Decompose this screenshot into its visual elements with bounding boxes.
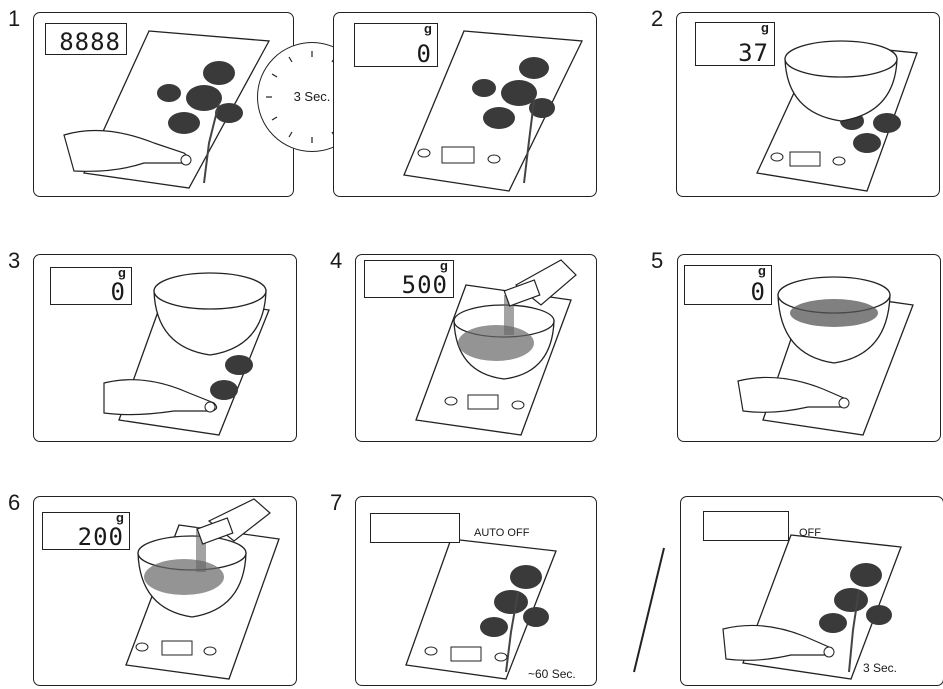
off-hold-duration: 3 Sec. (863, 661, 897, 675)
lcd-display: g 500 (364, 260, 454, 298)
lcd-value: 37 (738, 41, 769, 65)
auto-off-timeout: ~60 Sec. (528, 667, 576, 681)
granules-illustration (790, 299, 878, 327)
lcd-value: 200 (78, 525, 124, 549)
panel-step-7: AUTO OFF ~60 Sec. (355, 496, 597, 686)
off-caption: OFF (799, 527, 821, 539)
lcd-unit: g (758, 263, 766, 278)
lcd-value: 500 (402, 273, 448, 297)
step-number-2: 2 (651, 8, 663, 30)
panel-step-7-manual-off: OFF 3 Sec. (680, 496, 943, 686)
step-number-6: 6 (8, 492, 20, 514)
step-number-4: 4 (330, 250, 342, 272)
lcd-unit: g (761, 20, 769, 35)
step-number-5: 5 (651, 250, 663, 272)
lcd-unit: g (424, 21, 432, 36)
lcd-display: g 200 (42, 512, 130, 550)
panel-step-1-result: g 0 (333, 12, 597, 197)
panel-step-1: 8888 (33, 12, 294, 197)
panel-step-5: g 0 (677, 254, 941, 442)
step-number-1: 1 (8, 8, 20, 30)
lcd-display: g 0 (684, 265, 772, 305)
panel-step-6: g 200 (33, 496, 297, 686)
lcd-value: 0 (751, 280, 766, 304)
panel-step-4: g 500 (355, 254, 597, 442)
lcd-value: 8888 (59, 30, 121, 54)
panel-step-3: g 0 (33, 254, 297, 442)
lcd-value: 0 (417, 42, 432, 66)
auto-off-caption: AUTO OFF (474, 527, 529, 539)
lcd-display-blank (370, 513, 460, 543)
lcd-display-blank (703, 511, 789, 541)
lcd-value: 0 (111, 280, 126, 304)
step-number-7: 7 (330, 492, 342, 514)
panel-step-2: g 37 (676, 12, 940, 197)
lcd-display: g 0 (50, 267, 132, 305)
lcd-display: g 37 (695, 22, 775, 66)
step-number-3: 3 (8, 250, 20, 272)
lcd-display: 8888 (45, 23, 127, 55)
lcd-display: g 0 (354, 23, 438, 67)
